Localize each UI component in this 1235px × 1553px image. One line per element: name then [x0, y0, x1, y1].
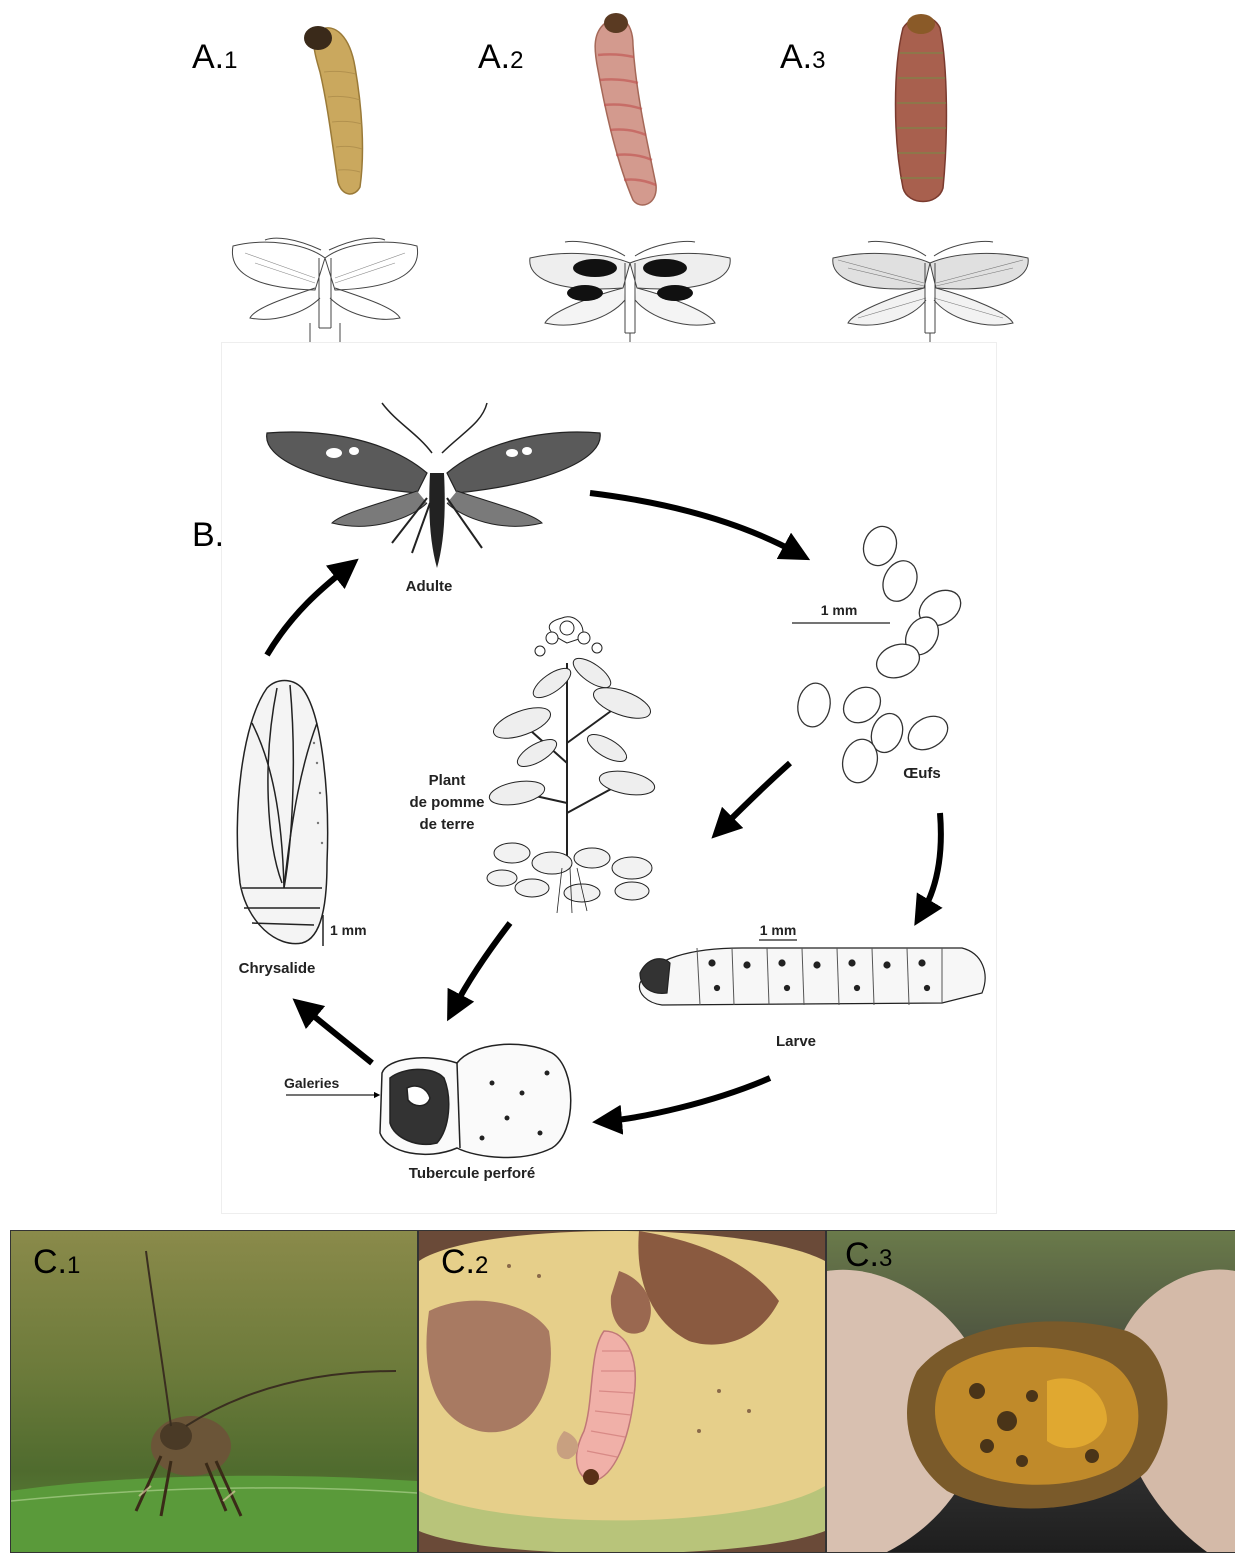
life-cycle-diagram: Adulte 1 mm Œufs: [221, 342, 997, 1214]
cycle-arrows: [267, 493, 941, 1121]
damaged-tuber-photo: [827, 1231, 1235, 1552]
panel-c1-label: C.1: [33, 1243, 80, 1282]
eggs-scale-label: 1 mm: [821, 602, 858, 618]
panel-c3-label: C.3: [845, 1236, 892, 1275]
photo-adult-moth: C.1: [10, 1230, 418, 1553]
potato-plant-drawing: [487, 617, 656, 913]
galleries-label: Galeries: [284, 1075, 339, 1091]
larva-red-image: [888, 8, 953, 208]
panel-c2-label: C.2: [441, 1243, 488, 1282]
panel-b-label: B.: [192, 518, 224, 552]
larva-drawing: [639, 948, 985, 1005]
larva-pink-image: [578, 5, 668, 210]
panel-a1-label: A.1: [192, 40, 237, 74]
photo-larva-in-tuber: C.2: [418, 1230, 826, 1553]
eggs-label: Œufs: [903, 765, 941, 782]
panel-a3-label: A.3: [780, 40, 825, 74]
moth-a2-drawing: [525, 238, 735, 348]
larva-scale-label: 1 mm: [760, 922, 797, 938]
adult-moth-drawing: [267, 403, 601, 568]
eggs-drawing: [794, 522, 967, 787]
tuber-label: Tubercule perforé: [409, 1165, 535, 1182]
adult-label: Adulte: [406, 578, 453, 595]
panel-a2-label: A.2: [478, 40, 523, 74]
pupa-label: Chrysalide: [239, 960, 316, 977]
pupa-scale-label: 1 mm: [330, 922, 367, 938]
photo-damaged-tuber: C.3: [826, 1230, 1235, 1553]
plant-label-line2: de pomme: [409, 794, 484, 811]
tuber-drawing: [380, 1044, 571, 1157]
pupa-drawing: [237, 681, 327, 944]
life-cycle-drawing: Adulte 1 mm Œufs: [222, 343, 996, 1213]
larva-yellow-image: [290, 12, 380, 197]
moth-a3-drawing: [828, 238, 1033, 348]
plant-label-line3: de terre: [419, 816, 474, 833]
moth-a1-drawing: [225, 228, 425, 346]
plant-label-line1: Plant: [429, 772, 466, 789]
larva-label: Larve: [776, 1033, 816, 1050]
